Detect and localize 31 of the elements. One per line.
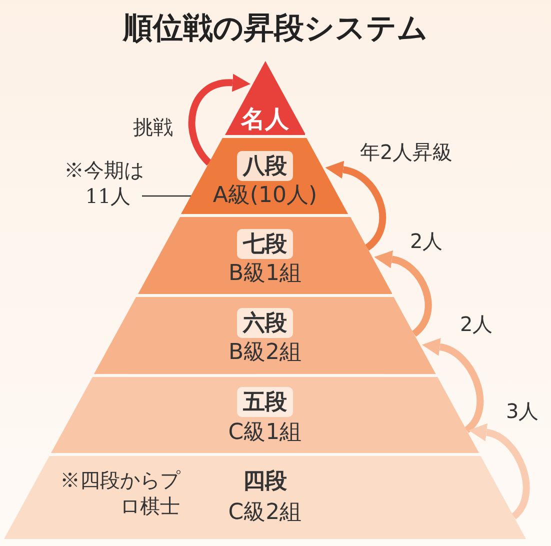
note-text: ※今期は11人 xyxy=(64,157,152,209)
curved-arrow xyxy=(374,250,432,337)
pyramid-tier xyxy=(4,456,526,539)
class-label: C級1組 xyxy=(228,419,302,447)
edge-label: 年2人昇級 xyxy=(360,140,453,164)
rank-badge: 八段 xyxy=(236,151,293,181)
rank-badge: 七段 xyxy=(236,229,293,259)
leader-line xyxy=(142,195,192,197)
note-text: ※四段からプロ棋士 xyxy=(58,467,180,519)
curved-arrow xyxy=(422,338,484,433)
class-label: B級2組 xyxy=(228,339,302,367)
rank-label: 名人 xyxy=(240,104,290,134)
curved-arrow xyxy=(188,74,250,166)
rank-badge: 六段 xyxy=(236,308,293,338)
rank-label: 四段 xyxy=(242,467,288,496)
edge-label: 2人 xyxy=(460,312,493,336)
pyramid-tier xyxy=(50,377,480,453)
pyramid-tier xyxy=(94,297,436,374)
pyramid-tier xyxy=(181,138,349,214)
edge-label: 挑戦 xyxy=(133,115,173,139)
class-label: A級(10人) xyxy=(212,182,318,210)
rank-badge: 五段 xyxy=(236,387,293,417)
pyramid-top xyxy=(224,61,306,135)
class-label: C級2組 xyxy=(228,499,302,527)
curved-arrow xyxy=(469,424,530,520)
pyramid-tier xyxy=(138,217,392,294)
curved-arrow xyxy=(326,160,386,250)
edge-label: 2人 xyxy=(410,229,443,253)
edge-label: 3人 xyxy=(506,399,539,423)
title: 順位戦の昇段システム xyxy=(122,10,429,48)
class-label: B級1組 xyxy=(228,260,302,288)
